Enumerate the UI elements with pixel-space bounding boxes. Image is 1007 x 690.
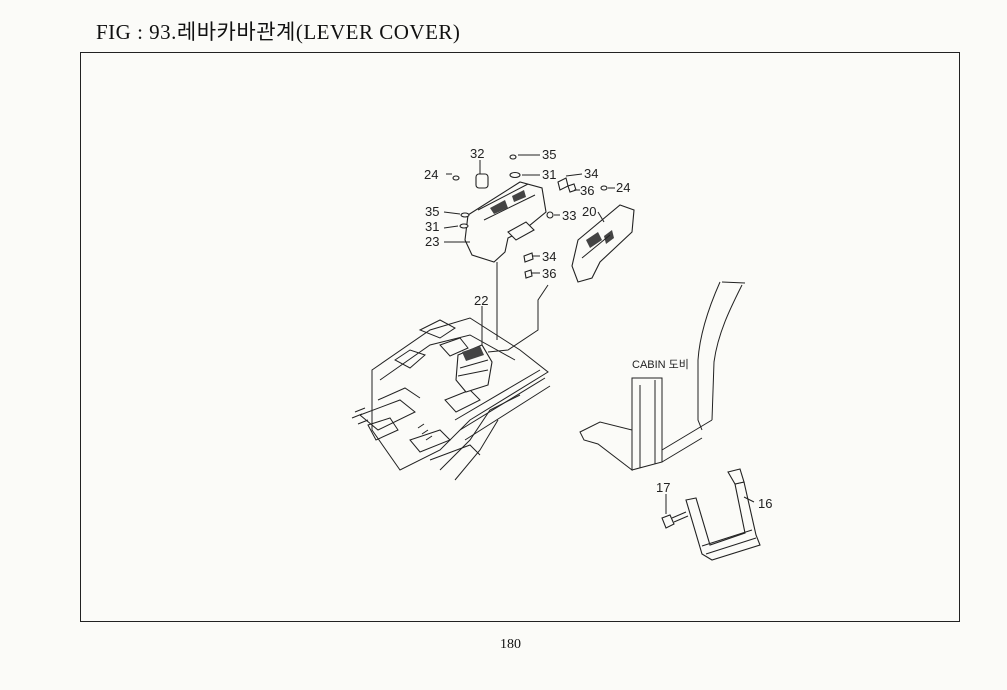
cabin-label: CABIN 도비	[632, 358, 689, 371]
callout-36-bottom: 36	[542, 266, 556, 281]
part-16-step	[685, 468, 761, 561]
part-17-bolt	[661, 494, 689, 529]
callout-33: 33	[562, 208, 576, 223]
hardware-parts	[452, 154, 608, 279]
diagram-frame	[80, 52, 960, 622]
callout-17: 17	[656, 480, 670, 495]
callout-35-top: 35	[542, 147, 556, 162]
callout-35-left: 35	[425, 204, 439, 219]
callout-20: 20	[582, 204, 596, 219]
callout-34-top: 34	[584, 166, 598, 181]
part-20-right-lever-cover	[487, 204, 635, 353]
callout-36-top: 36	[580, 183, 594, 198]
cabin-frame: CABIN 도비	[579, 281, 746, 472]
callout-24-right: 24	[616, 180, 630, 195]
callout-31-top: 31	[542, 167, 556, 182]
callout-32: 32	[470, 146, 484, 161]
figure-title: FIG : 93.레바카바관계(LEVER COVER)	[96, 20, 461, 44]
part-22-lever-boot	[455, 306, 493, 393]
callout-16: 16	[758, 496, 772, 511]
callout-24-left: 24	[424, 167, 438, 182]
callout-22: 22	[474, 293, 488, 308]
callout-numbers: 32 35 24 31 34 36 24 35 33 20 31 23 34 3…	[424, 146, 772, 511]
floor-structure	[351, 317, 551, 481]
page-number: 180	[500, 637, 521, 652]
callout-23: 23	[425, 234, 439, 249]
part-23-left-lever-cover	[464, 181, 547, 340]
callout-31-left: 31	[425, 219, 439, 234]
leader-lines	[443, 154, 615, 274]
callout-34-bottom: 34	[542, 249, 556, 264]
